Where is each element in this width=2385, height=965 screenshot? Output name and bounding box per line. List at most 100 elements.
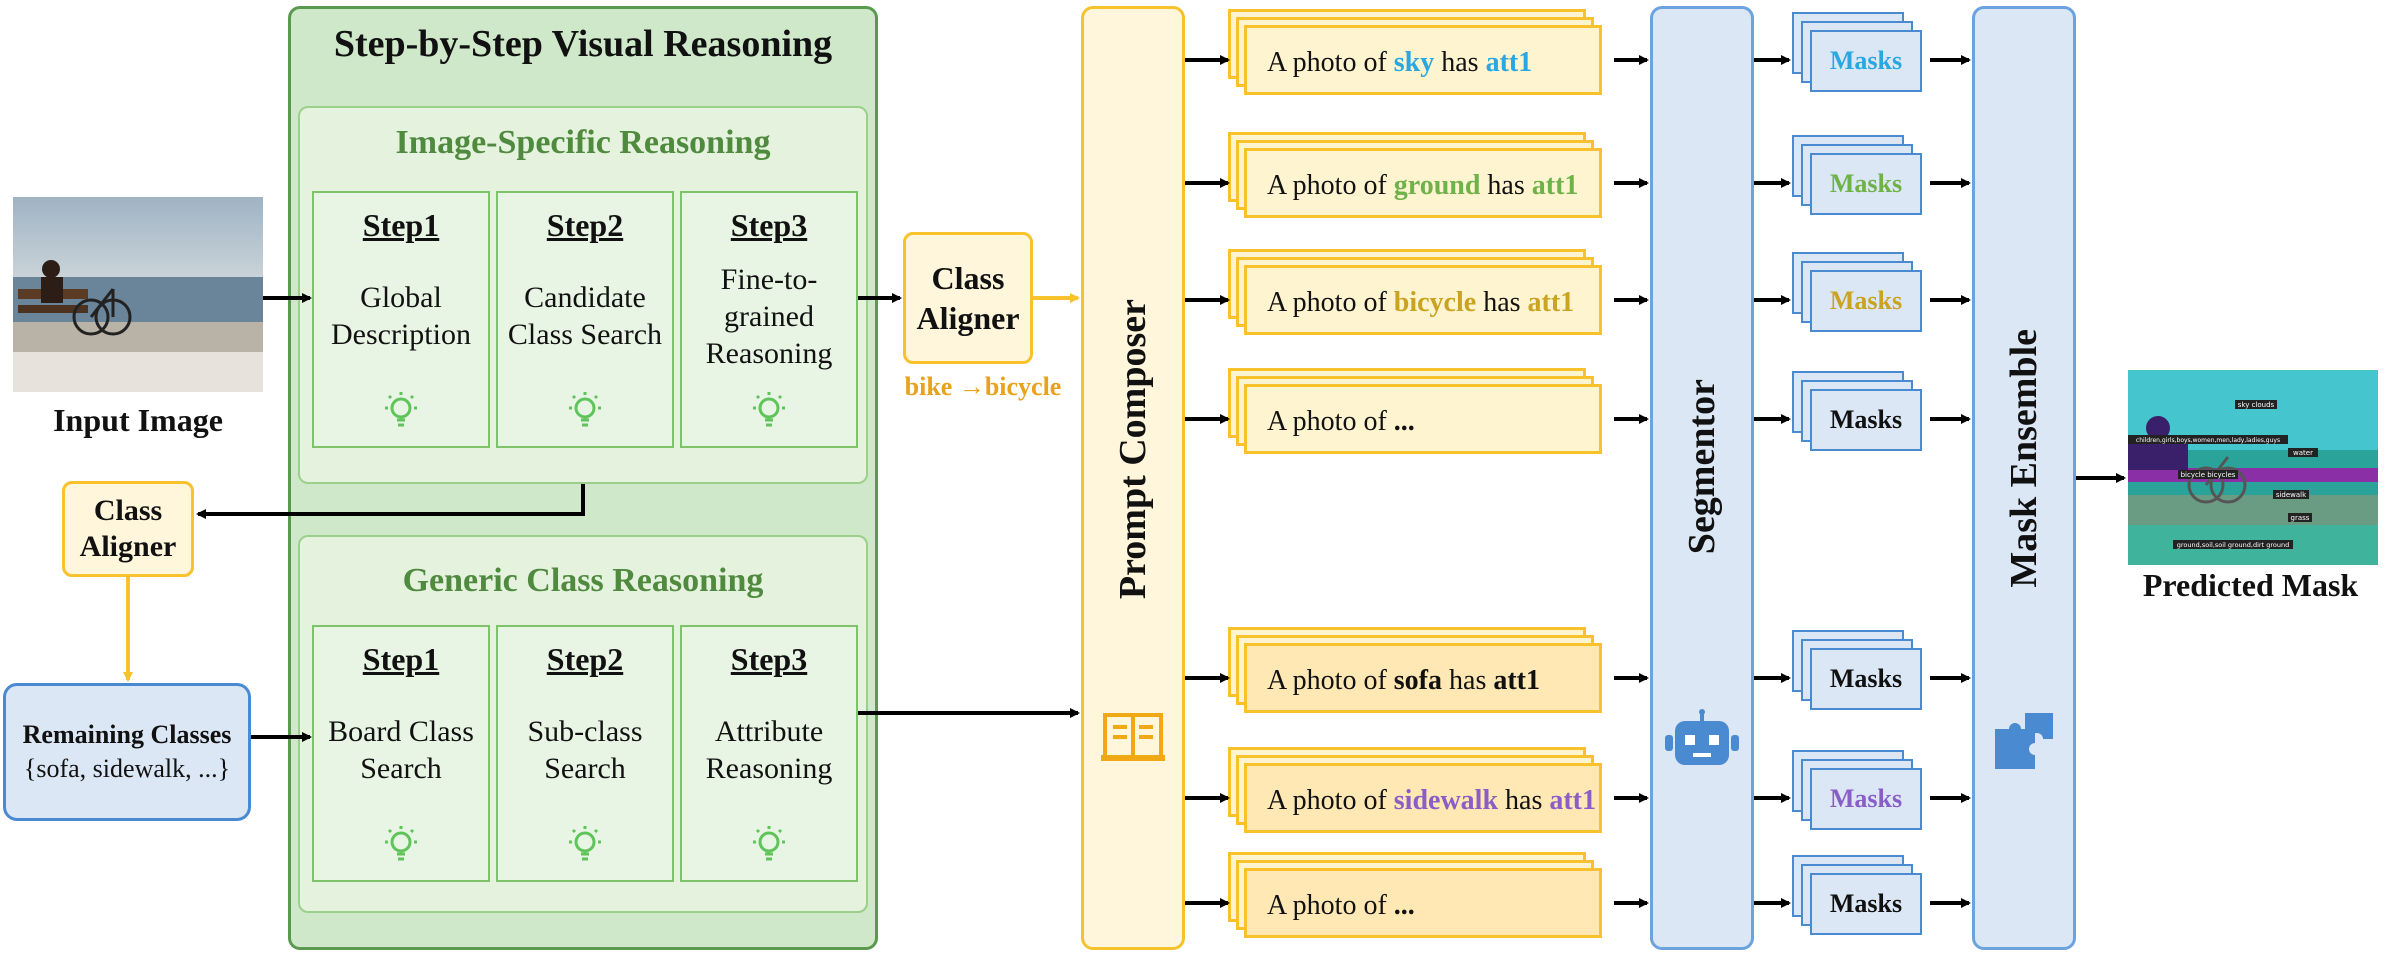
lightbulb-icon bbox=[569, 826, 601, 861]
mask-card: Masks bbox=[1810, 768, 1922, 830]
class-aligner-line2: Aligner bbox=[916, 300, 1020, 336]
step-label: Step2 bbox=[546, 641, 624, 677]
mask-label: Masks bbox=[1829, 169, 1903, 198]
segmentation-overlay: sky clouds children,girls,boys,women,men… bbox=[2128, 370, 2378, 565]
mask-card-stack: Masks bbox=[1792, 371, 1932, 461]
main-title: Step-by-Step Visual Reasoning bbox=[333, 23, 833, 65]
generic-step-2: Step2 Sub-class Search bbox=[496, 625, 674, 882]
overlay-tag: ground,soil,soil ground,dirt ground bbox=[2177, 541, 2289, 549]
prompt-card: A photo of ... bbox=[1244, 868, 1602, 938]
mask-ensemble: Mask Ensemble bbox=[1972, 6, 2076, 950]
prompt-prefix: A photo of bbox=[1267, 47, 1394, 78]
prompt-class: bicycle bbox=[1393, 287, 1477, 318]
remaining-classes-items: {sofa, sidewalk, ...} bbox=[23, 754, 231, 783]
prompt-text: A photo of bicycle has att1 bbox=[1267, 268, 1574, 338]
prompt-text: A photo of sidewalk has att1 bbox=[1267, 766, 1596, 836]
step-label: Step2 bbox=[546, 207, 624, 243]
mask-card: Masks bbox=[1810, 30, 1922, 92]
prompt-attribute: att1 bbox=[1527, 287, 1575, 318]
puzzle-icon bbox=[1995, 713, 2053, 769]
image-step-3: Step3 Fine-to-grained Reasoning bbox=[680, 191, 858, 448]
class-aligner-example: bike →bicycle bbox=[904, 372, 1062, 401]
mask-card: Masks bbox=[1810, 270, 1922, 332]
step-description: Sub-class Search bbox=[527, 715, 643, 785]
prompt-card-stack: A photo of ground has att1 bbox=[1228, 132, 1618, 236]
prompt-class: sofa bbox=[1393, 665, 1443, 696]
step-label: Step1 bbox=[362, 641, 440, 677]
prompt-text: A photo of ... bbox=[1267, 871, 1415, 941]
prompt-mid: has bbox=[1476, 287, 1528, 318]
overlay-tag: water bbox=[2293, 449, 2313, 457]
prompt-mid: has bbox=[1498, 785, 1550, 816]
class-aligner-top: Class Aligner bbox=[903, 232, 1033, 364]
prompt-mid: has bbox=[1434, 47, 1486, 78]
mask-label: Masks bbox=[1829, 889, 1903, 918]
mask-card-stack: Masks bbox=[1792, 750, 1932, 840]
generic-step-1: Step1 Board Class Search bbox=[312, 625, 490, 882]
prompt-card-stack: A photo of sky has att1 bbox=[1228, 9, 1618, 113]
mask-label: Masks bbox=[1829, 286, 1903, 315]
image-specific-title: Image-Specific Reasoning bbox=[395, 124, 771, 161]
mask-card: Masks bbox=[1810, 153, 1922, 215]
class-aligner-line1: Class bbox=[93, 494, 163, 527]
prompt-class: sidewalk bbox=[1393, 785, 1499, 816]
prompt-attribute: att1 bbox=[1485, 47, 1533, 78]
image-step-1: Step1 Global Description bbox=[312, 191, 490, 448]
prompt-text: A photo of sky has att1 bbox=[1267, 28, 1532, 98]
prompt-card: A photo of ... bbox=[1244, 384, 1602, 454]
overlay-tag: grass bbox=[2291, 514, 2310, 522]
overlay-tag: children,girls,boys,women,men,lady,ladie… bbox=[2136, 437, 2280, 444]
mask-card-stack: Masks bbox=[1792, 135, 1932, 225]
step-label: Step1 bbox=[362, 207, 440, 243]
prompt-card-stack: A photo of sofa has att1 bbox=[1228, 627, 1618, 731]
mask-card: Masks bbox=[1810, 648, 1922, 710]
prompt-mid: has bbox=[1480, 170, 1532, 201]
generic-class-title: Generic Class Reasoning bbox=[402, 562, 764, 599]
step-description: Board Class Search bbox=[328, 715, 474, 785]
overlay-tag: sky clouds bbox=[2238, 401, 2275, 409]
class-aligner-line1: Class bbox=[931, 260, 1005, 296]
overlay-tag: sidewalk bbox=[2276, 491, 2307, 499]
image-step-2: Step2 Candidate Class Search bbox=[496, 191, 674, 448]
mask-card-stack: Masks bbox=[1792, 252, 1932, 342]
prompt-attribute: att1 bbox=[1531, 170, 1579, 201]
prompt-class: sky bbox=[1393, 47, 1435, 78]
class-aligner-left: Class Aligner bbox=[62, 481, 194, 577]
mask-card: Masks bbox=[1810, 873, 1922, 935]
beach-photo bbox=[13, 197, 263, 392]
prompt-card: A photo of sofa has att1 bbox=[1244, 643, 1602, 713]
step-label: Step3 bbox=[730, 641, 808, 677]
step-description: Fine-to-grained Reasoning bbox=[705, 262, 833, 370]
step-description: Attribute Reasoning bbox=[705, 715, 833, 785]
prompt-mid: has bbox=[1442, 665, 1494, 696]
step-label: Step3 bbox=[730, 207, 808, 243]
input-image-label: Input Image bbox=[53, 401, 223, 438]
overlay-tag-bg bbox=[2235, 400, 2277, 409]
prompt-class: ... bbox=[1393, 890, 1415, 921]
prompt-attribute: att1 bbox=[1549, 785, 1597, 816]
remaining-classes-title: Remaining Classes bbox=[22, 720, 232, 749]
book-icon bbox=[1101, 713, 1165, 761]
prompt-prefix: A photo of bbox=[1267, 665, 1394, 696]
prompt-prefix: A photo of bbox=[1267, 785, 1394, 816]
prompt-class: ground bbox=[1393, 170, 1481, 201]
mask-label: Masks bbox=[1829, 405, 1903, 434]
step-description: Candidate Class Search bbox=[507, 281, 663, 351]
prompt-prefix: A photo of bbox=[1267, 890, 1394, 921]
prompt-text: A photo of ground has att1 bbox=[1267, 151, 1578, 221]
prompt-card-stack: A photo of ... bbox=[1228, 368, 1618, 472]
prompt-prefix: A photo of bbox=[1267, 287, 1394, 318]
lightbulb-icon bbox=[753, 826, 785, 861]
robot-icon bbox=[1665, 709, 1739, 765]
prompt-class: ... bbox=[1393, 406, 1415, 437]
mask-card-stack: Masks bbox=[1792, 855, 1932, 945]
prompt-prefix: A photo of bbox=[1267, 170, 1394, 201]
prompt-card: A photo of ground has att1 bbox=[1244, 148, 1602, 218]
prompt-card: A photo of sidewalk has att1 bbox=[1244, 763, 1602, 833]
remaining-classes-box: Remaining Classes {sofa, sidewalk, ...} bbox=[3, 683, 251, 821]
prompt-prefix: A photo of bbox=[1267, 406, 1394, 437]
mask-card-stack: Masks bbox=[1792, 630, 1932, 720]
prompt-card-stack: A photo of sidewalk has att1 bbox=[1228, 747, 1618, 851]
mask-card-stack: Masks bbox=[1792, 12, 1932, 102]
